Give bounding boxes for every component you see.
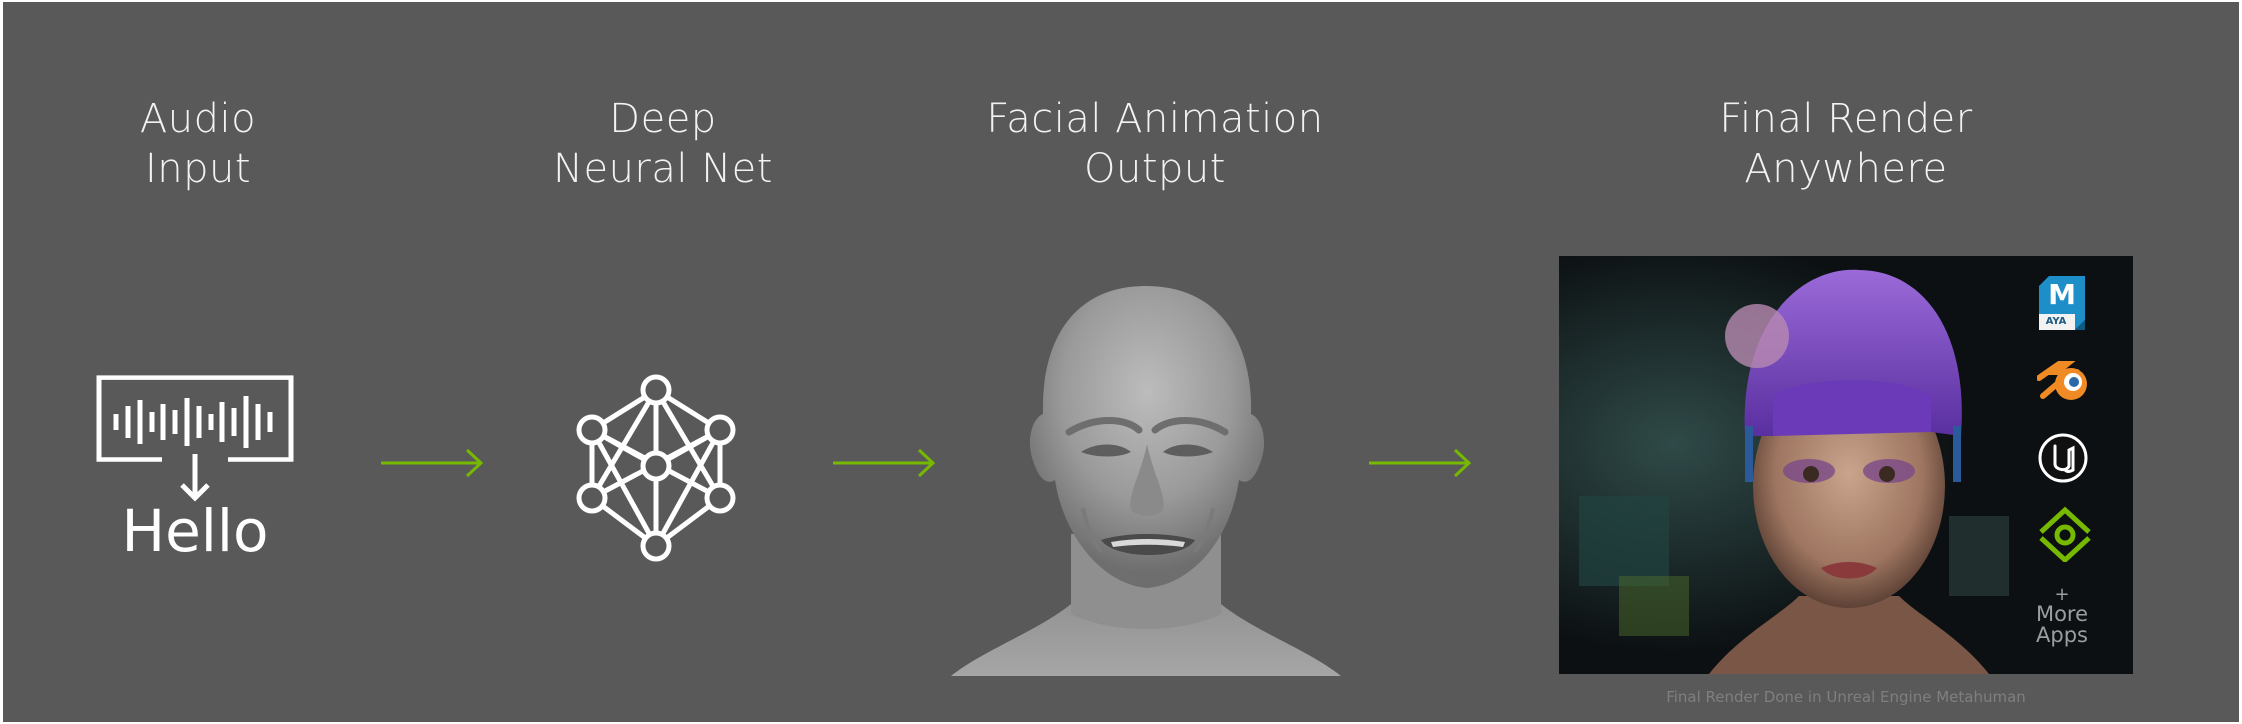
maya-icon-sub: AYA	[2045, 316, 2067, 327]
final-render-panel: M AYA + More Apps	[1559, 256, 2133, 674]
stage-title-line: Anywhere	[1744, 146, 1948, 192]
more-apps-line: More	[2035, 602, 2089, 626]
neural-network-icon	[576, 374, 736, 562]
maya-icon-letter: M	[2048, 278, 2076, 311]
stage-title-line: Input	[144, 146, 252, 192]
stage-title-line: Facial Animation	[986, 96, 1324, 142]
audio-word-hello: Hello	[121, 497, 269, 565]
arrow-right-icon	[833, 448, 936, 478]
render-caption: Final Render Done in Unreal Engine Metah…	[1666, 688, 2026, 706]
stage-title-line: Final Render	[1719, 96, 1973, 142]
stage-title-line: Neural Net	[553, 146, 773, 192]
pipeline-diagram: Audio Input Deep Neural Net Facial Anima…	[3, 2, 2239, 722]
arrow-down-icon	[180, 454, 210, 502]
stage-title-audio-input: Audio Input	[3, 94, 408, 194]
more-apps-plus: +	[2054, 584, 2070, 605]
blender-icon	[2037, 361, 2087, 400]
facial-animation-head-image	[951, 286, 1341, 676]
stage-title-final-render: Final Render Anywhere	[1636, 94, 2056, 194]
arrow-right-icon	[381, 448, 484, 478]
nvidia-omniverse-icon	[2039, 506, 2091, 562]
metahuman-render-image	[1559, 256, 2133, 674]
stage-title-neural-net: Deep Neural Net	[453, 94, 873, 194]
stage-title-line: Deep	[609, 96, 717, 142]
unreal-engine-icon	[2038, 433, 2088, 483]
maya-icon	[2039, 276, 2085, 330]
stage-title-facial-animation: Facial Animation Output	[945, 94, 1365, 194]
arrow-right-icon	[1369, 448, 1472, 478]
stage-title-line: Audio	[139, 96, 257, 142]
more-apps-label: + More Apps	[2027, 586, 2097, 646]
audio-waveform-icon	[96, 375, 294, 462]
more-apps-line: Apps	[2036, 623, 2088, 647]
stage-title-line: Output	[1084, 146, 1226, 192]
